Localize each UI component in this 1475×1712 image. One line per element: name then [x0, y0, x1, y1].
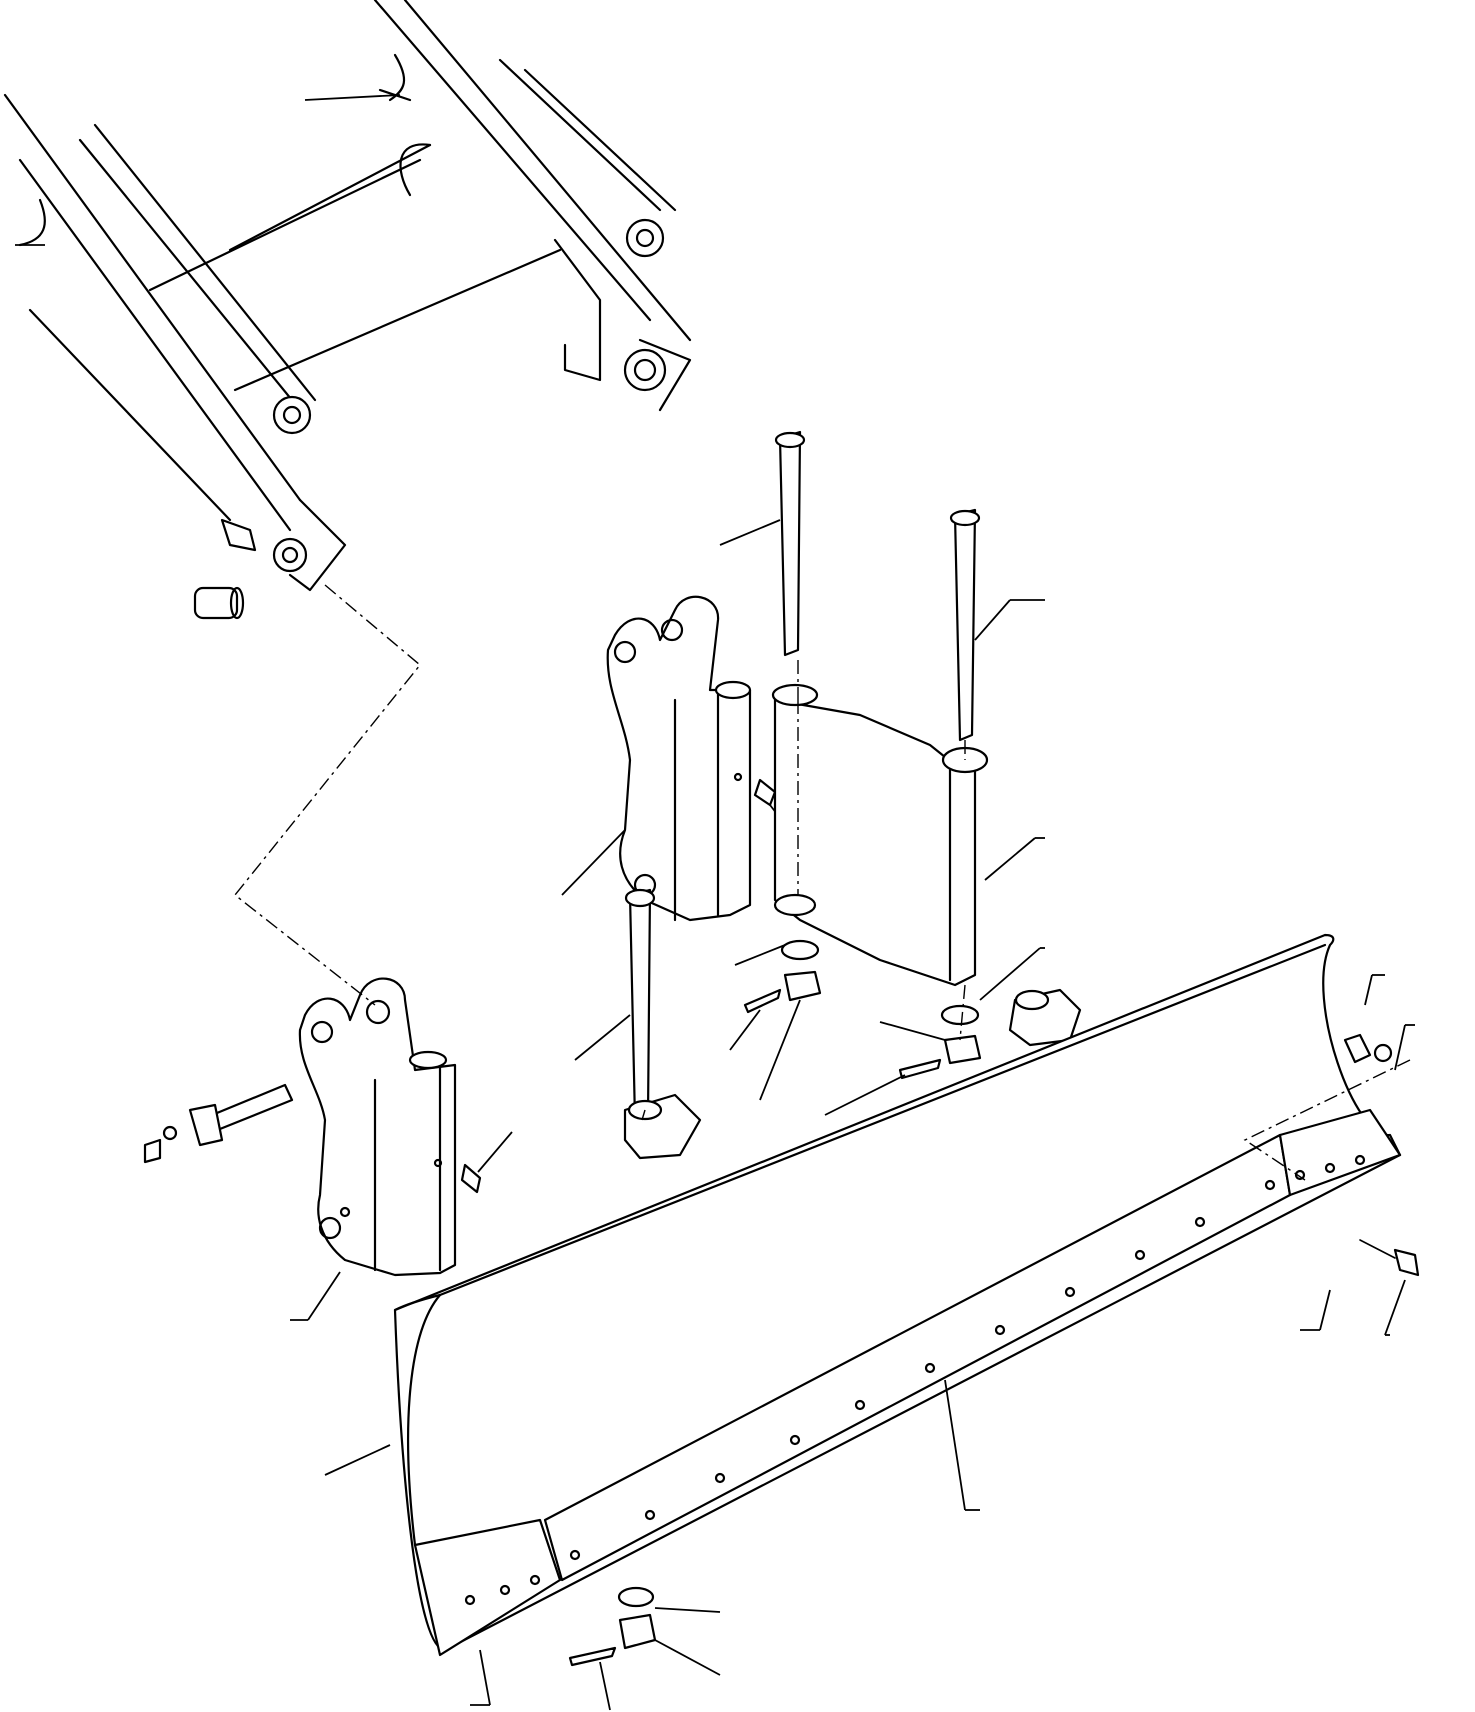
washer-nut-set-lower [470, 1586, 721, 1711]
pivot-pin-lower [574, 888, 656, 1122]
edge-bolt-right [1243, 974, 1420, 1336]
loader-arm-frame [3, 0, 692, 620]
swing-link-arm [771, 683, 1045, 987]
assembly-guide-lines [234, 584, 966, 1121]
washer-nut-set-upper [729, 939, 1045, 1116]
mounting-bracket-upper [561, 595, 840, 922]
pivot-pin-left [719, 430, 806, 657]
dozer-blade [324, 933, 1402, 1657]
mounting-bracket-lower [143, 977, 513, 1321]
pivot-pin-right [949, 508, 1045, 742]
